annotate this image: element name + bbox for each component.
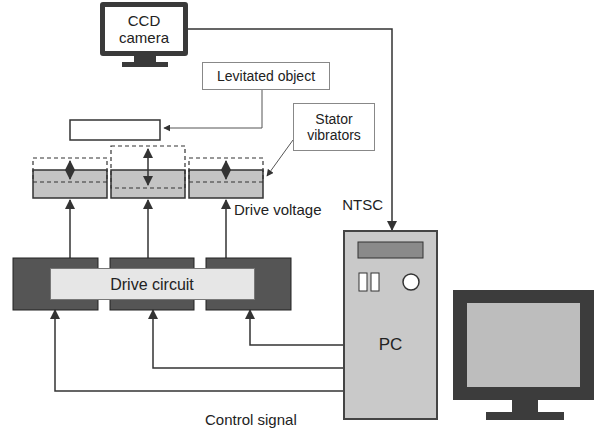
drive-circuit: Drive circuit — [13, 258, 291, 310]
signal-line — [188, 29, 392, 230]
levitated-object — [70, 120, 160, 140]
pc-box: PC — [343, 230, 438, 420]
signal-label: Drive voltage — [232, 201, 324, 219]
drive-voltage-arrows — [70, 200, 226, 258]
node-label: Stator vibrators — [300, 111, 368, 143]
node-label: PC — [379, 335, 403, 355]
camera-base — [122, 62, 168, 67]
signal-line — [250, 310, 343, 345]
callout-box: Stator vibrators — [293, 103, 375, 151]
signal-line — [153, 310, 343, 368]
edge-label: NTSC — [340, 196, 385, 214]
node-label: Levitated object — [217, 68, 315, 84]
stator-vibrators — [33, 146, 263, 198]
camera-stand — [134, 55, 156, 63]
monitor — [453, 290, 594, 420]
signal-label: Control signal — [203, 411, 299, 429]
leader-line — [164, 90, 262, 128]
signal-line — [55, 310, 343, 391]
node-label: CCD camera — [109, 12, 179, 47]
callout-box: Levitated object — [202, 62, 330, 90]
pc-tower — [343, 230, 438, 420]
camera-box: CCD camera — [100, 2, 188, 56]
node-label: Drive circuit — [50, 268, 255, 300]
drive-circuit-blocks — [13, 258, 291, 310]
leader-line — [267, 140, 293, 176]
